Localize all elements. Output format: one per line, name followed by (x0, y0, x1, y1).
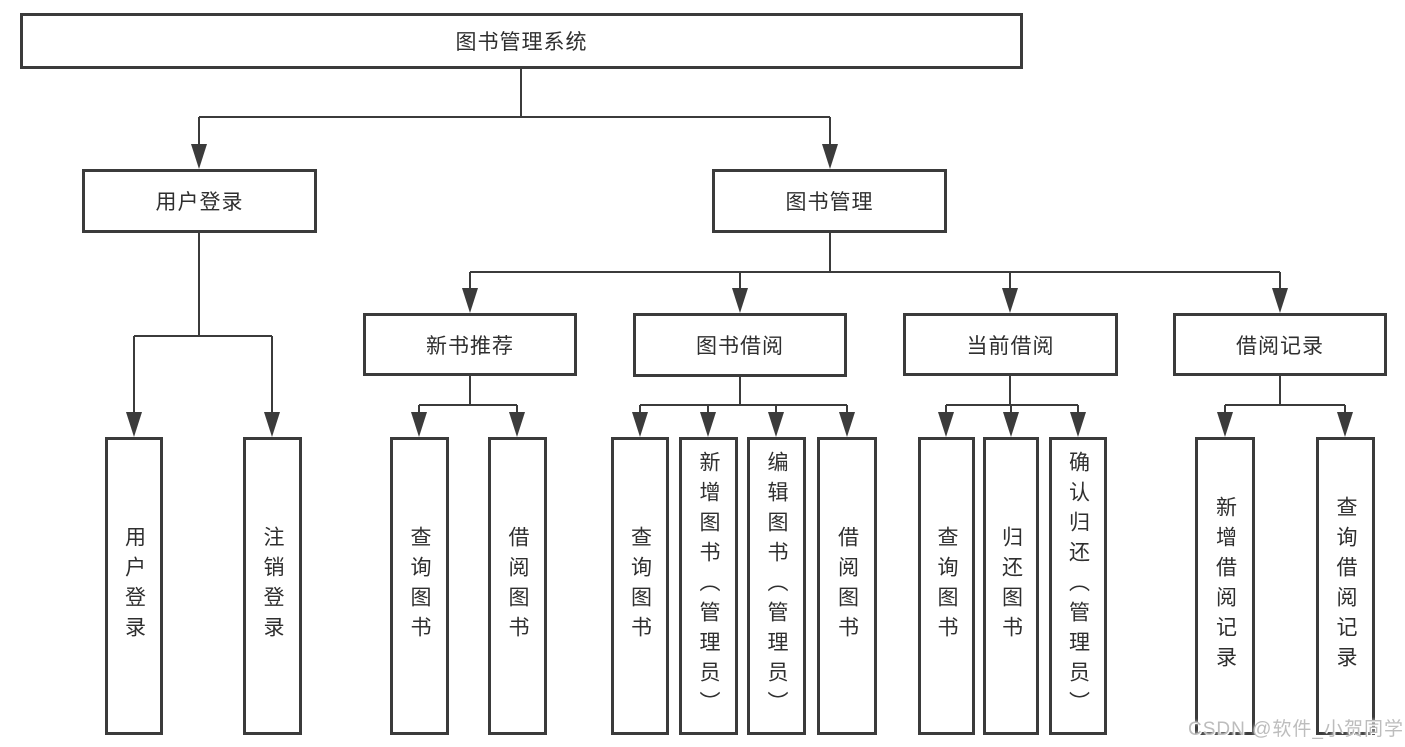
node-label: 当前借阅 (966, 334, 1055, 358)
leaf-label: 查询图书 (408, 526, 431, 646)
leaf-borrowing-query-books: 查询图书 (611, 437, 669, 735)
leaf-current-return-books: 归还图书 (983, 437, 1039, 735)
node-label: 图书管理 (785, 191, 874, 214)
connector-borrow-records-split (1224, 376, 1346, 414)
leaf-label: 确认归还（管理员） (1066, 451, 1090, 721)
leaf-label: 归还图书 (999, 526, 1023, 646)
leaf-logout: 注销登录 (243, 437, 302, 735)
leaf-label: 注销登录 (261, 526, 284, 646)
leaf-label: 查询借阅记录 (1334, 496, 1357, 676)
connector-new-book-rec-split (418, 376, 518, 414)
leaf-label: 用户登录 (122, 526, 146, 646)
connector-user-login-split (133, 233, 273, 414)
leaf-recommend-borrow-books: 借阅图书 (488, 437, 547, 735)
leaf-borrowing-borrow-books: 借阅图书 (817, 437, 877, 735)
leaf-label: 新增图书（管理员） (697, 451, 720, 721)
node-book-borrowing: 图书借阅 (633, 313, 847, 377)
leaf-label: 编辑图书（管理员） (765, 451, 788, 721)
node-label: 用户登录 (155, 191, 244, 214)
leaf-records-query-record: 查询借阅记录 (1316, 437, 1375, 735)
leaf-label: 查询图书 (935, 526, 958, 646)
leaf-label: 借阅图书 (835, 526, 859, 646)
leaf-label: 借阅图书 (506, 526, 529, 646)
connector-root-to-branches (198, 69, 831, 146)
leaf-user-login: 用户登录 (105, 437, 163, 735)
leaf-label: 新增借阅记录 (1213, 496, 1237, 676)
node-user-login: 用户登录 (82, 169, 317, 233)
leaf-label: 查询图书 (628, 526, 652, 646)
node-book-management: 图书管理 (712, 169, 947, 233)
node-borrow-records: 借阅记录 (1173, 313, 1387, 376)
leaf-current-confirm-return-admin: 确认归还（管理员） (1049, 437, 1107, 735)
node-label: 图书管理系统 (455, 31, 588, 54)
leaf-borrowing-edit-books-admin: 编辑图书（管理员） (747, 437, 806, 735)
leaf-recommend-query-books: 查询图书 (390, 437, 449, 735)
node-current-borrowing: 当前借阅 (903, 313, 1118, 376)
leaf-current-query-books: 查询图书 (918, 437, 975, 735)
connector-book-borrow-split (639, 377, 848, 414)
node-label: 新书推荐 (426, 334, 514, 358)
leaf-records-add-record: 新增借阅记录 (1195, 437, 1255, 735)
node-label: 借阅记录 (1236, 334, 1324, 358)
connector-book-mgmt-split (469, 233, 1281, 290)
node-label: 图书借阅 (696, 335, 784, 358)
node-root-system: 图书管理系统 (20, 13, 1023, 69)
leaf-borrowing-add-books-admin: 新增图书（管理员） (679, 437, 738, 735)
connector-current-borrow-split (945, 376, 1079, 414)
node-new-book-recommend: 新书推荐 (363, 313, 577, 376)
watermark-text: CSDN @软件_小贺同学 (1188, 719, 1404, 740)
